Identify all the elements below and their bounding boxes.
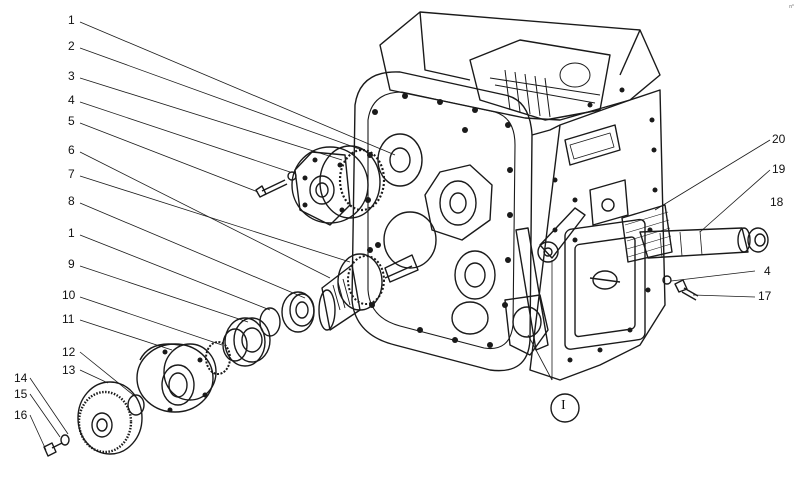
gearbox-housing bbox=[351, 11, 666, 381]
cover-housing bbox=[136, 343, 217, 413]
callout-20: 20 bbox=[772, 132, 786, 146]
callout-19: 19 bbox=[772, 162, 786, 176]
callout-13: 13 bbox=[62, 363, 76, 377]
seal-part-13 bbox=[127, 394, 145, 416]
callout-7: 7 bbox=[68, 167, 75, 181]
end-flange bbox=[77, 381, 143, 455]
callout-6: 6 bbox=[68, 143, 75, 157]
callout-8: 8 bbox=[68, 194, 75, 208]
shaft-part-19 bbox=[639, 227, 751, 259]
callout-3: 3 bbox=[68, 69, 75, 83]
bolt-part-17 bbox=[674, 279, 699, 301]
bolt-part-5 bbox=[255, 179, 288, 198]
callout-4: 4 bbox=[68, 93, 75, 107]
callout-1-second: 1 bbox=[68, 226, 75, 240]
callout-18: 18 bbox=[770, 195, 784, 209]
callout-9: 9 bbox=[68, 257, 75, 271]
callout-2: 2 bbox=[68, 39, 75, 53]
bolt-part-16 bbox=[43, 442, 63, 457]
leader-lines bbox=[29, 21, 771, 451]
callout-17: 17 bbox=[758, 289, 772, 303]
detail-marker-label: I bbox=[561, 398, 566, 413]
callout-16: 16 bbox=[14, 408, 28, 422]
ring-part-11 bbox=[205, 341, 231, 375]
callout-5: 5 bbox=[68, 114, 75, 128]
detail-marker-circle bbox=[550, 393, 580, 423]
callout-1: 1 bbox=[68, 13, 75, 27]
callout-4-right: 4 bbox=[764, 264, 771, 278]
nut-part-18 bbox=[747, 227, 769, 253]
bearing-part-8 bbox=[281, 291, 315, 333]
plate-part-20 bbox=[621, 204, 673, 263]
callout-12: 12 bbox=[62, 345, 76, 359]
washer-part-4-right bbox=[662, 275, 672, 285]
corner-mark: n° bbox=[789, 4, 794, 10]
bearing-part-10 bbox=[222, 317, 271, 367]
callout-10: 10 bbox=[62, 288, 76, 302]
gear-shaft bbox=[318, 253, 419, 331]
callout-11: 11 bbox=[62, 312, 75, 326]
washer-part-15 bbox=[60, 434, 70, 446]
washer-part-4 bbox=[287, 171, 297, 181]
callout-15: 15 bbox=[14, 387, 28, 401]
callout-14: 14 bbox=[14, 371, 28, 385]
